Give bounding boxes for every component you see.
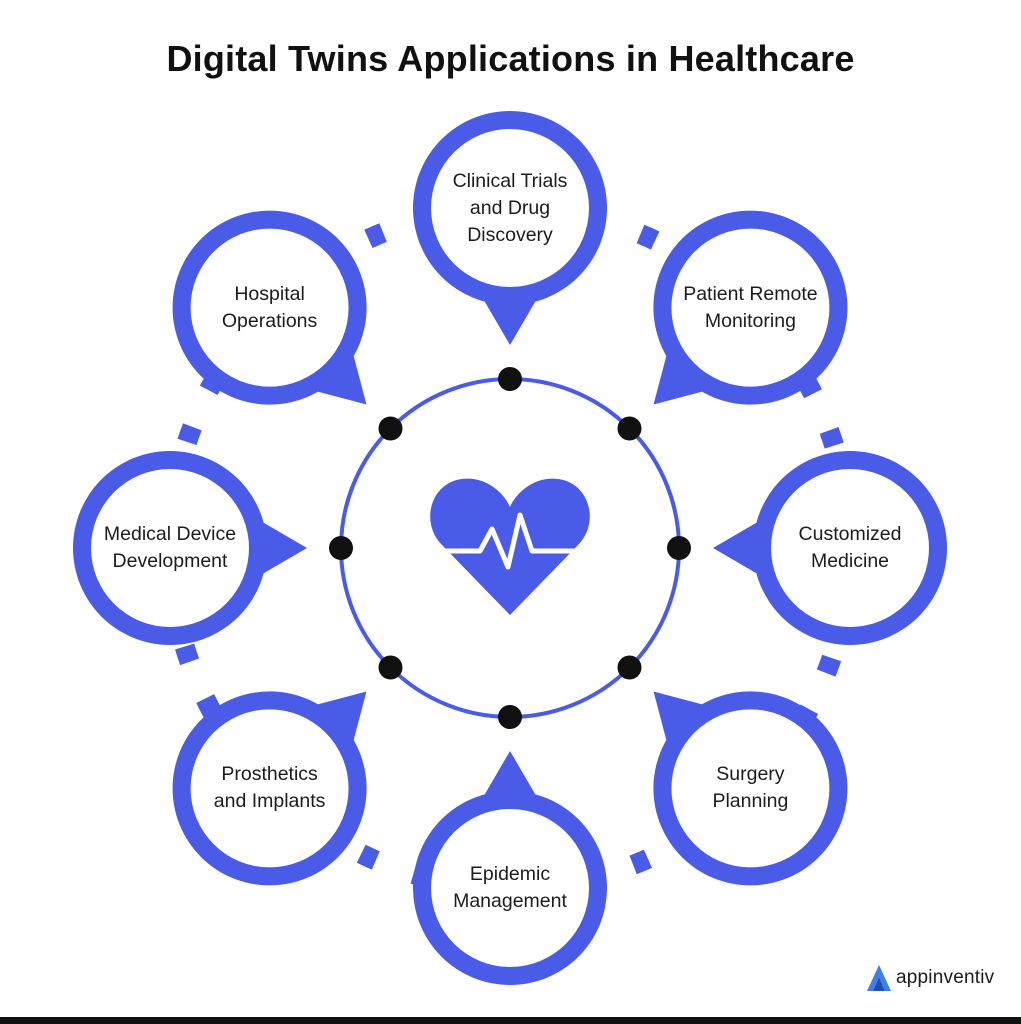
ring-dot bbox=[498, 705, 522, 729]
node-label-line: Medical Device bbox=[103, 523, 237, 545]
node-label-line: Hospital bbox=[234, 282, 305, 305]
node-face-epidemic-management bbox=[431, 809, 589, 967]
node-label-prosthetics-and-implants: Prosthetics and Implants bbox=[185, 761, 355, 815]
bottom-bar bbox=[0, 1017, 1021, 1024]
node-label-line: Development bbox=[112, 550, 228, 572]
page-title: Digital Twins Applications in Healthcare bbox=[166, 38, 855, 79]
node-label-line: Monitoring bbox=[704, 309, 796, 332]
heart-pulse-icon bbox=[430, 478, 590, 615]
node-face-prosthetics-and-implants bbox=[190, 709, 349, 868]
node-label-line: Patient Remote bbox=[683, 282, 818, 305]
node-label-line: Clinical Trials bbox=[452, 169, 568, 192]
node-face-customized-medicine bbox=[771, 469, 929, 627]
ring-dot bbox=[378, 416, 403, 441]
ring-dot bbox=[329, 536, 353, 560]
dot-layer bbox=[329, 367, 691, 729]
node-label-line: Customized bbox=[798, 523, 902, 545]
node-label-line: Surgery bbox=[716, 763, 785, 786]
node-face-clinical-trials bbox=[431, 129, 589, 287]
node-label-line: Discovery bbox=[467, 223, 553, 246]
node-label-line: Prosthetics bbox=[221, 763, 318, 786]
node-label-line: Medicine bbox=[810, 550, 890, 572]
node-layer bbox=[73, 111, 947, 985]
ring-dot bbox=[667, 536, 691, 560]
brand-logo: appinventiv bbox=[866, 962, 994, 994]
node-label-line: and Implants bbox=[213, 790, 326, 813]
ring-dot bbox=[617, 416, 642, 441]
node-face-hospital-operations bbox=[190, 228, 349, 387]
node-label-line: and Drug bbox=[469, 196, 551, 219]
appinventiv-logo-icon bbox=[867, 965, 891, 991]
brand-name: appinventiv bbox=[896, 967, 995, 988]
ring-dot bbox=[498, 367, 522, 391]
node-face-patient-remote-monitoring bbox=[671, 228, 830, 387]
node-face-medical-device-development bbox=[91, 469, 249, 627]
node-label-line: Management bbox=[453, 890, 567, 912]
ring-dot bbox=[617, 655, 642, 680]
node-label-line: Operations bbox=[221, 309, 318, 332]
ring-dot bbox=[378, 655, 403, 680]
node-label-line: Planning bbox=[712, 790, 789, 813]
node-label-line: Epidemic bbox=[469, 863, 551, 885]
node-face-surgery-planning bbox=[671, 709, 830, 868]
